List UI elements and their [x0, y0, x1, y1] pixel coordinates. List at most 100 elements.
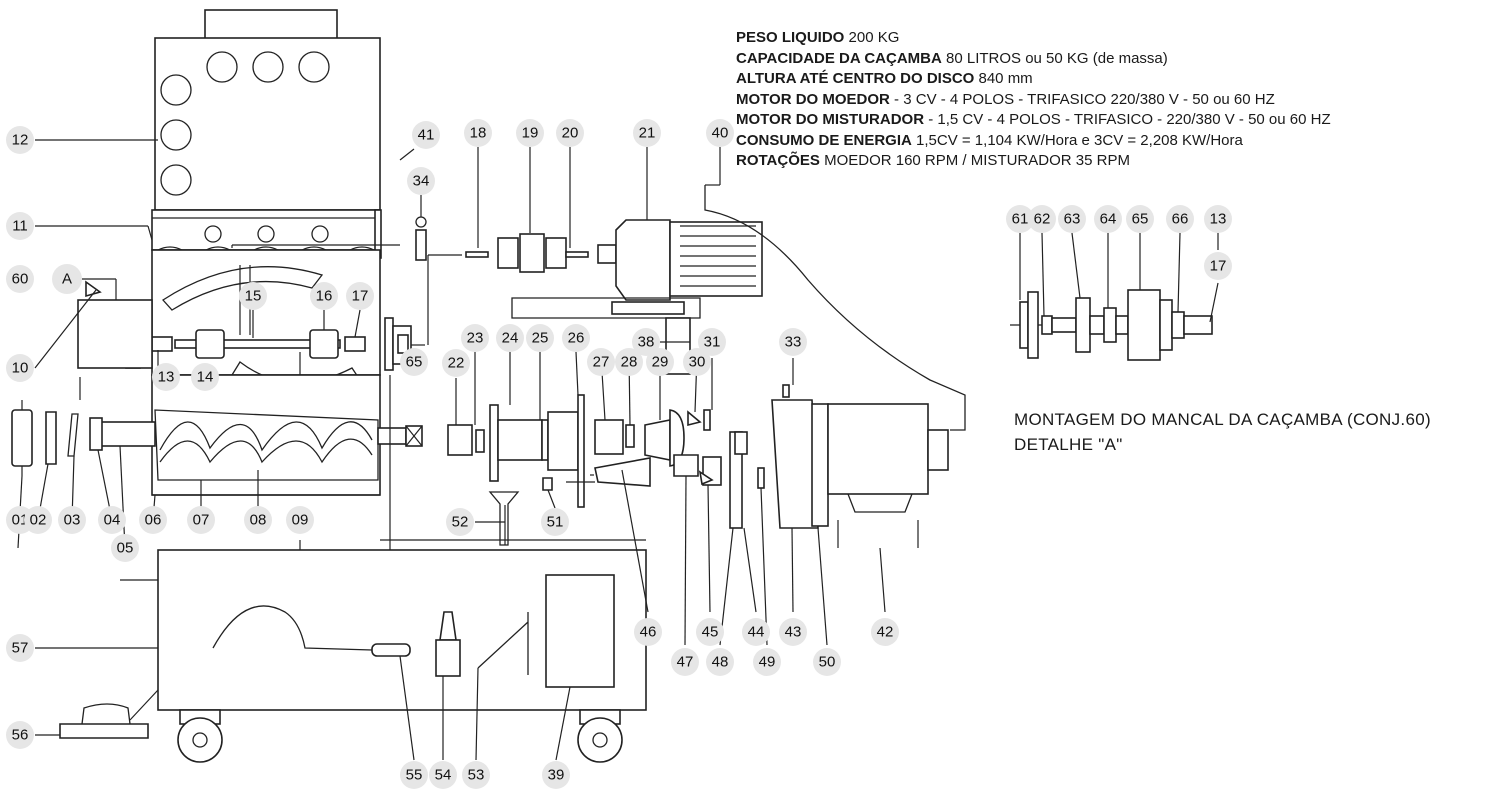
svg-text:34: 34 — [413, 173, 430, 190]
svg-text:63: 63 — [1064, 211, 1081, 228]
callout: 62 — [1028, 205, 1056, 233]
svg-text:06: 06 — [145, 512, 162, 529]
svg-text:02: 02 — [30, 512, 47, 529]
svg-text:08: 08 — [250, 512, 267, 529]
callout: A — [52, 264, 82, 294]
callout: 27 — [587, 348, 615, 376]
detail-a-drawing — [1010, 289, 1213, 361]
callout: 19 — [516, 119, 544, 147]
callout: 33 — [779, 328, 807, 356]
callout: 44 — [742, 618, 770, 646]
callout: 17 — [1204, 252, 1232, 280]
callout: 07 — [187, 506, 215, 534]
callout: 40 — [706, 119, 734, 147]
svg-text:56: 56 — [12, 727, 29, 744]
svg-text:40: 40 — [712, 125, 729, 142]
svg-text:41: 41 — [418, 127, 435, 144]
callout: 50 — [813, 648, 841, 676]
svg-text:17: 17 — [1210, 258, 1227, 275]
callouts: 12 11 60 A 10 01 02 03 04 05 06 07 08 09… — [6, 119, 1232, 789]
svg-text:10: 10 — [12, 360, 29, 377]
callout: 47 — [671, 648, 699, 676]
svg-text:01: 01 — [12, 512, 29, 529]
callout: 13 — [1204, 205, 1232, 233]
detail-caption: MONTAGEM DO MANCAL DA CAÇAMBA (CONJ.60) — [1014, 410, 1431, 429]
svg-text:62: 62 — [1034, 211, 1051, 228]
callout: 11 — [6, 212, 34, 240]
svg-text:44: 44 — [748, 624, 765, 641]
svg-text:12: 12 — [12, 132, 29, 149]
svg-text:05: 05 — [117, 540, 134, 557]
svg-text:11: 11 — [12, 218, 28, 235]
callout: 49 — [753, 648, 781, 676]
spec-line: ALTURA ATÉ CENTRO DO DISCO 840 mm — [736, 70, 1033, 87]
svg-text:13: 13 — [158, 369, 175, 386]
detail-subcaption: DETALHE "A" — [1014, 435, 1123, 454]
callout: 55 — [400, 761, 428, 789]
callout: 14 — [191, 363, 219, 391]
spec-line: MOTOR DO MOEDOR - 3 CV - 4 POLOS - TRIFA… — [736, 90, 1275, 108]
svg-text:21: 21 — [639, 125, 656, 142]
svg-text:13: 13 — [1210, 211, 1227, 228]
callout: 38 — [632, 328, 660, 356]
svg-text:03: 03 — [64, 512, 81, 529]
callout: 30 — [683, 348, 711, 376]
callout: 60 — [6, 265, 34, 293]
callout: 25 — [526, 324, 554, 352]
svg-text:17: 17 — [352, 288, 369, 305]
svg-text:16: 16 — [316, 288, 333, 305]
callout: 15 — [239, 282, 267, 310]
svg-text:33: 33 — [785, 334, 802, 351]
callout: 63 — [1058, 205, 1086, 233]
spec-line: PESO LIQUIDO 200 KG — [736, 29, 900, 46]
svg-text:15: 15 — [245, 288, 262, 305]
callout: 23 — [461, 324, 489, 352]
callout: 53 — [462, 761, 490, 789]
svg-text:48: 48 — [712, 654, 729, 671]
callout: 12 — [6, 126, 34, 154]
svg-text:14: 14 — [197, 369, 214, 386]
callout: 21 — [633, 119, 661, 147]
svg-text:52: 52 — [452, 514, 469, 531]
callout: 51 — [541, 508, 569, 536]
svg-text:A: A — [62, 271, 72, 288]
svg-text:22: 22 — [448, 355, 465, 372]
callout: 04 — [98, 506, 126, 534]
svg-text:46: 46 — [640, 624, 657, 641]
spec-block: PESO LIQUIDO 200 KG CAPACIDADE DA CAÇAMB… — [736, 28, 1331, 172]
callout: 24 — [496, 324, 524, 352]
callout: 39 — [542, 761, 570, 789]
callout: 28 — [615, 348, 643, 376]
svg-text:60: 60 — [12, 271, 29, 288]
svg-text:54: 54 — [435, 767, 452, 784]
callout: 52 — [446, 508, 474, 536]
callout: 41 — [412, 121, 440, 149]
svg-text:57: 57 — [12, 640, 29, 657]
callout: 05 — [111, 534, 139, 562]
callout: 65 — [1126, 205, 1154, 233]
callout: 10 — [6, 354, 34, 382]
svg-text:25: 25 — [532, 330, 549, 347]
machine-drawing — [11, 9, 966, 763]
svg-text:50: 50 — [819, 654, 836, 671]
callout: 20 — [556, 119, 584, 147]
callout: 08 — [244, 506, 272, 534]
svg-text:39: 39 — [548, 767, 565, 784]
svg-text:38: 38 — [638, 334, 655, 351]
callout: 34 — [407, 167, 435, 195]
svg-text:27: 27 — [593, 354, 610, 371]
callout: 17 — [346, 282, 374, 310]
callout: 16 — [310, 282, 338, 310]
spec-line: CONSUMO DE ENERGIA 1,5CV = 1,104 KW/Hora… — [736, 131, 1243, 149]
svg-text:30: 30 — [689, 354, 706, 371]
svg-text:09: 09 — [292, 512, 309, 529]
callout: 57 — [6, 634, 34, 662]
callout: 09 — [286, 506, 314, 534]
callout: 45 — [696, 618, 724, 646]
callout: 31 — [698, 328, 726, 356]
svg-text:65: 65 — [406, 354, 423, 371]
callout: 48 — [706, 648, 734, 676]
svg-text:29: 29 — [652, 354, 669, 371]
callout: 18 — [464, 119, 492, 147]
svg-text:66: 66 — [1172, 211, 1189, 228]
